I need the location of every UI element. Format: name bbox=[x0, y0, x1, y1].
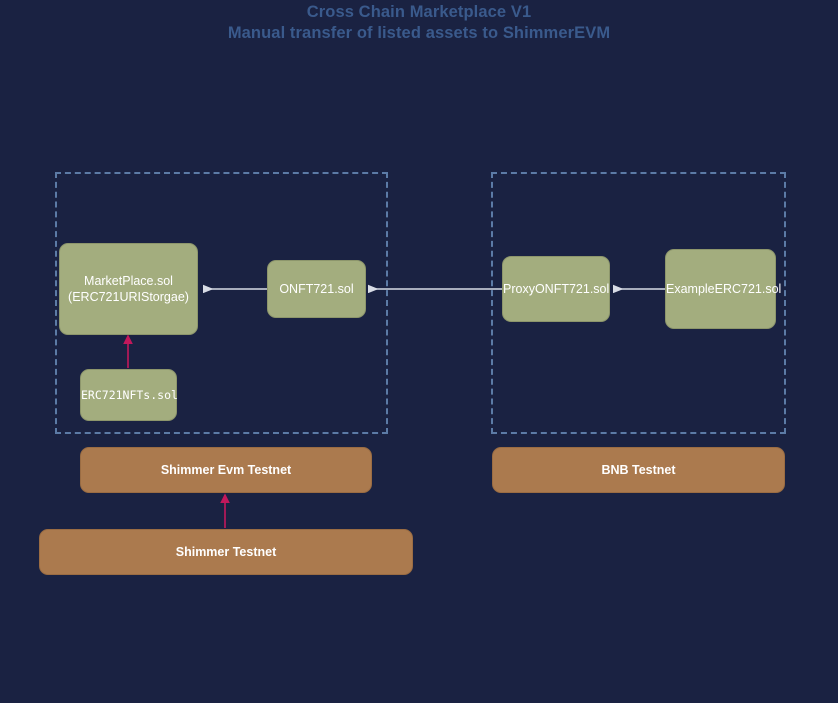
node-exampleerc721-label: ExampleERC721.sol bbox=[666, 282, 782, 296]
group-box-shimmer-evm bbox=[55, 172, 388, 434]
chain-bar-shimmer-evm-testnet-label: Shimmer Evm Testnet bbox=[160, 463, 292, 477]
node-erc721nfts-label: ERC721NFTs.sol bbox=[81, 388, 178, 402]
chain-bar-bnb-testnet[interactable]: BNB Testnet bbox=[492, 447, 785, 493]
node-marketplace-label-2: (ERC721URIStorgae) bbox=[68, 290, 189, 304]
page-title: Cross Chain Marketplace V1 Manual transf… bbox=[0, 0, 838, 44]
group-box-bnb bbox=[491, 172, 786, 434]
node-onft721[interactable]: ONFT721.sol bbox=[267, 260, 366, 318]
title-line-1: Cross Chain Marketplace V1 bbox=[306, 3, 532, 21]
title-line-2: Manual transfer of listed assets to Shim… bbox=[227, 24, 611, 42]
node-marketplace-label-1: MarketPlace.sol bbox=[84, 274, 173, 288]
chain-bar-shimmer-testnet[interactable]: Shimmer Testnet bbox=[39, 529, 413, 575]
node-marketplace[interactable]: MarketPlace.sol (ERC721URIStorgae) bbox=[59, 243, 198, 335]
node-exampleerc721[interactable]: ExampleERC721.sol bbox=[665, 249, 782, 329]
node-proxyonft721[interactable]: ProxyONFT721.sol bbox=[502, 256, 610, 322]
node-proxyonft721-label: ProxyONFT721.sol bbox=[503, 282, 610, 296]
node-erc721nfts[interactable]: ERC721NFTs.sol bbox=[80, 369, 178, 421]
chain-bar-shimmer-evm-testnet[interactable]: Shimmer Evm Testnet bbox=[80, 447, 372, 493]
chain-bar-shimmer-testnet-label: Shimmer Testnet bbox=[175, 545, 277, 559]
node-onft721-label: ONFT721.sol bbox=[279, 282, 354, 296]
chain-bar-bnb-testnet-label: BNB Testnet bbox=[601, 463, 676, 477]
